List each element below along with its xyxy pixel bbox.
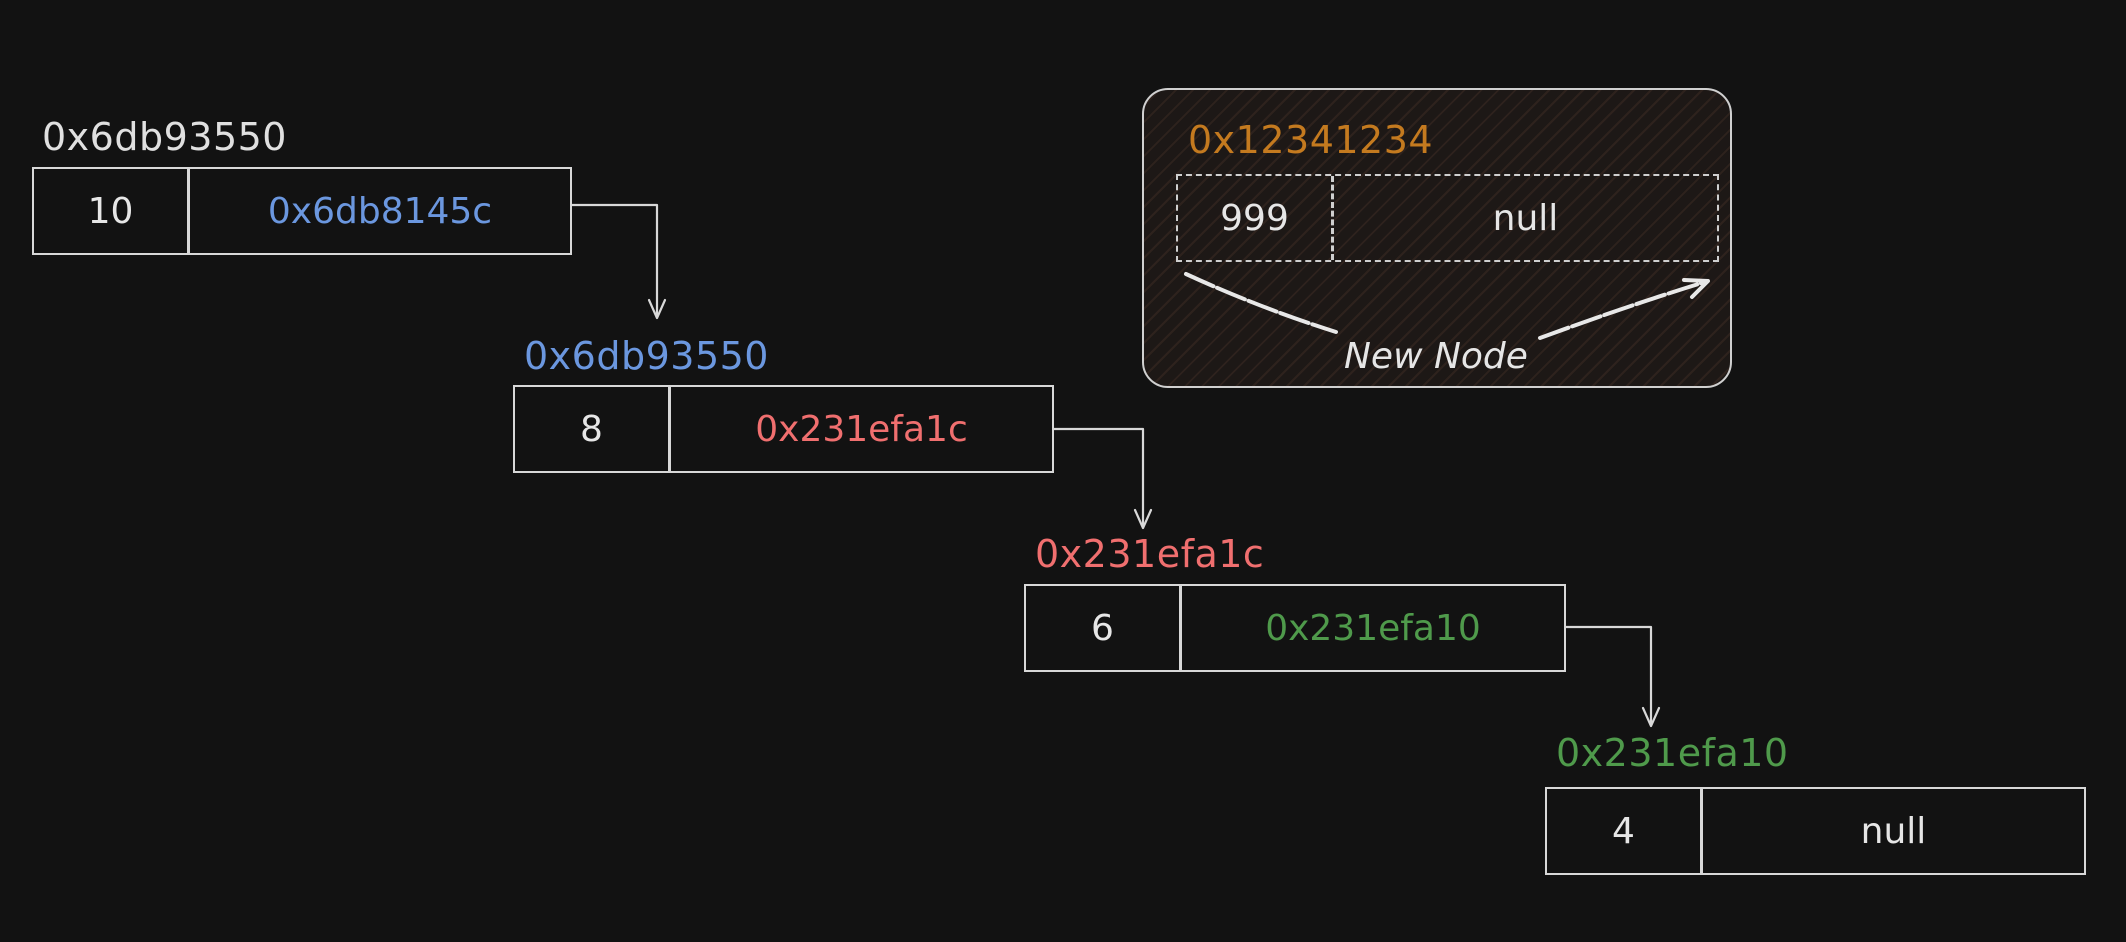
new-node-panel: [1142, 88, 1732, 388]
new-node-address: 0x12341234: [1188, 118, 1434, 162]
node-3: 6 0x231efa10: [1024, 584, 1566, 672]
node-3-next-pointer: 0x231efa10: [1265, 607, 1481, 649]
node-3-value: 6: [1026, 586, 1182, 670]
new-node: 999 null: [1176, 174, 1719, 262]
node-4: 4 null: [1545, 787, 2086, 875]
node-3-address: 0x231efa1c: [1035, 532, 1265, 576]
arrowhead-node-2-to-node-3: [1133, 508, 1153, 530]
node-1-address: 0x6db93550: [42, 115, 287, 159]
node-1: 10 0x6db8145c: [32, 167, 572, 255]
node-2-address: 0x6db93550: [524, 334, 769, 378]
node-4-next-pointer: null: [1860, 810, 1927, 852]
arrow-node-3-to-node-4: [1564, 625, 1653, 725]
node-4-address: 0x231efa10: [1556, 731, 1789, 775]
new-node-value: 999: [1178, 176, 1334, 260]
new-node-next-pointer: null: [1492, 197, 1559, 239]
arrow-node-2-to-node-3: [1052, 427, 1145, 527]
node-2-next-pointer: 0x231efa1c: [755, 408, 968, 450]
node-1-next-pointer: 0x6db8145c: [267, 190, 493, 232]
node-2-value: 8: [515, 387, 671, 471]
arrowhead-node-3-to-node-4: [1641, 706, 1661, 728]
node-2: 8 0x231efa1c: [513, 385, 1054, 473]
new-node-caption: New Node: [1344, 336, 1528, 377]
node-1-value: 10: [34, 169, 190, 253]
arrowhead-node-1-to-node-2: [647, 298, 667, 320]
node-4-value: 4: [1547, 789, 1703, 873]
arrow-node-1-to-node-2: [570, 203, 659, 317]
